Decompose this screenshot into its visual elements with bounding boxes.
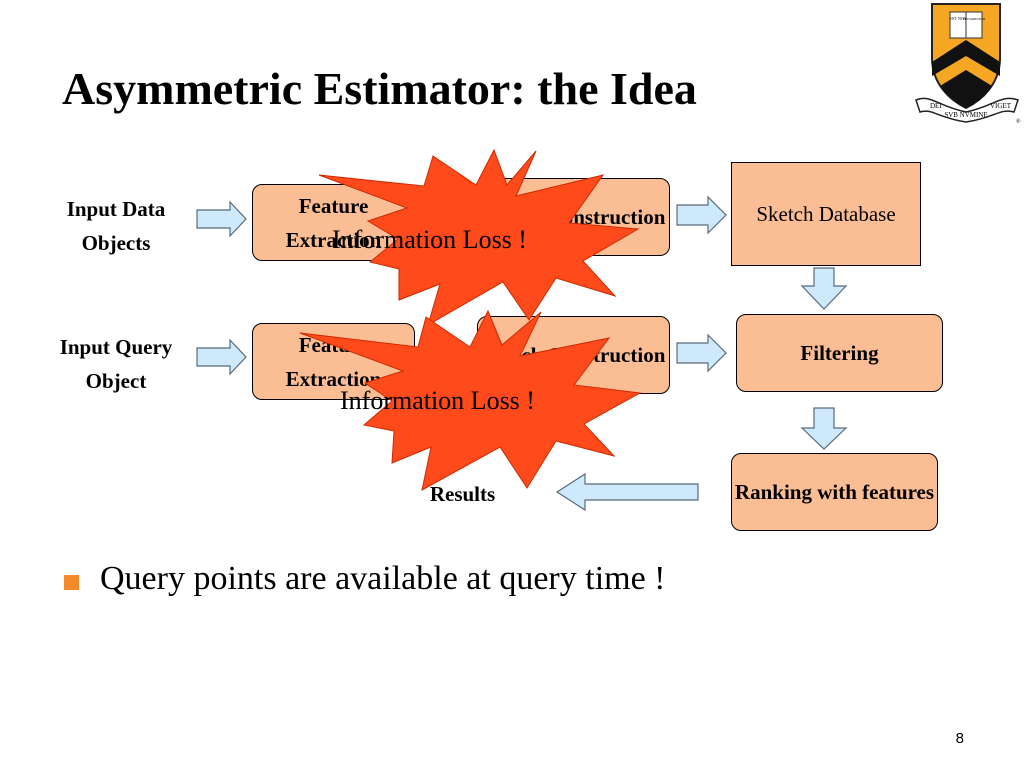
book-text-right: TESTAMENTUM <box>963 17 986 21</box>
results-label: Results <box>429 482 496 506</box>
information-loss-text-bottom: Information Loss ! <box>340 386 535 415</box>
book-text-left: VET NOV <box>949 16 966 21</box>
input-query-label: Input Query Object <box>59 335 173 393</box>
bullet-marker <box>64 575 79 590</box>
motto-center: SVB NVMINE <box>944 111 987 119</box>
motto-left: DEI <box>930 102 942 110</box>
university-shield-logo: VET NOV TESTAMENTUM DEI SVB NVMINE VIGET… <box>915 3 1021 125</box>
arrow-input-query-to-feature <box>196 338 247 376</box>
bullet-item: Query points are available at query time… <box>100 560 666 597</box>
filtering-box: Filtering <box>736 314 943 392</box>
information-loss-text-top: Information Loss ! <box>332 225 527 254</box>
sketch-database-box: Sketch Database <box>731 162 921 266</box>
input-data-label: Input Data Objects <box>66 197 166 255</box>
registered-mark: ® <box>1016 118 1021 125</box>
page-number: 8 <box>955 730 964 747</box>
slide-title: Asymmetric Estimator: the Idea <box>62 63 697 114</box>
arrow-sketch-to-database <box>676 195 727 235</box>
arrow-database-to-filtering <box>800 267 848 310</box>
arrow-sketch-to-filtering <box>676 333 727 373</box>
motto-right: VIGET <box>990 102 1012 110</box>
arrow-ranking-to-results <box>555 472 699 512</box>
arrow-input-data-to-feature <box>196 200 247 238</box>
information-loss-burst-top <box>318 148 640 327</box>
information-loss-burst-bottom <box>299 309 642 491</box>
arrow-filtering-to-ranking <box>800 407 848 450</box>
ranking-box: Ranking with features <box>731 453 938 531</box>
